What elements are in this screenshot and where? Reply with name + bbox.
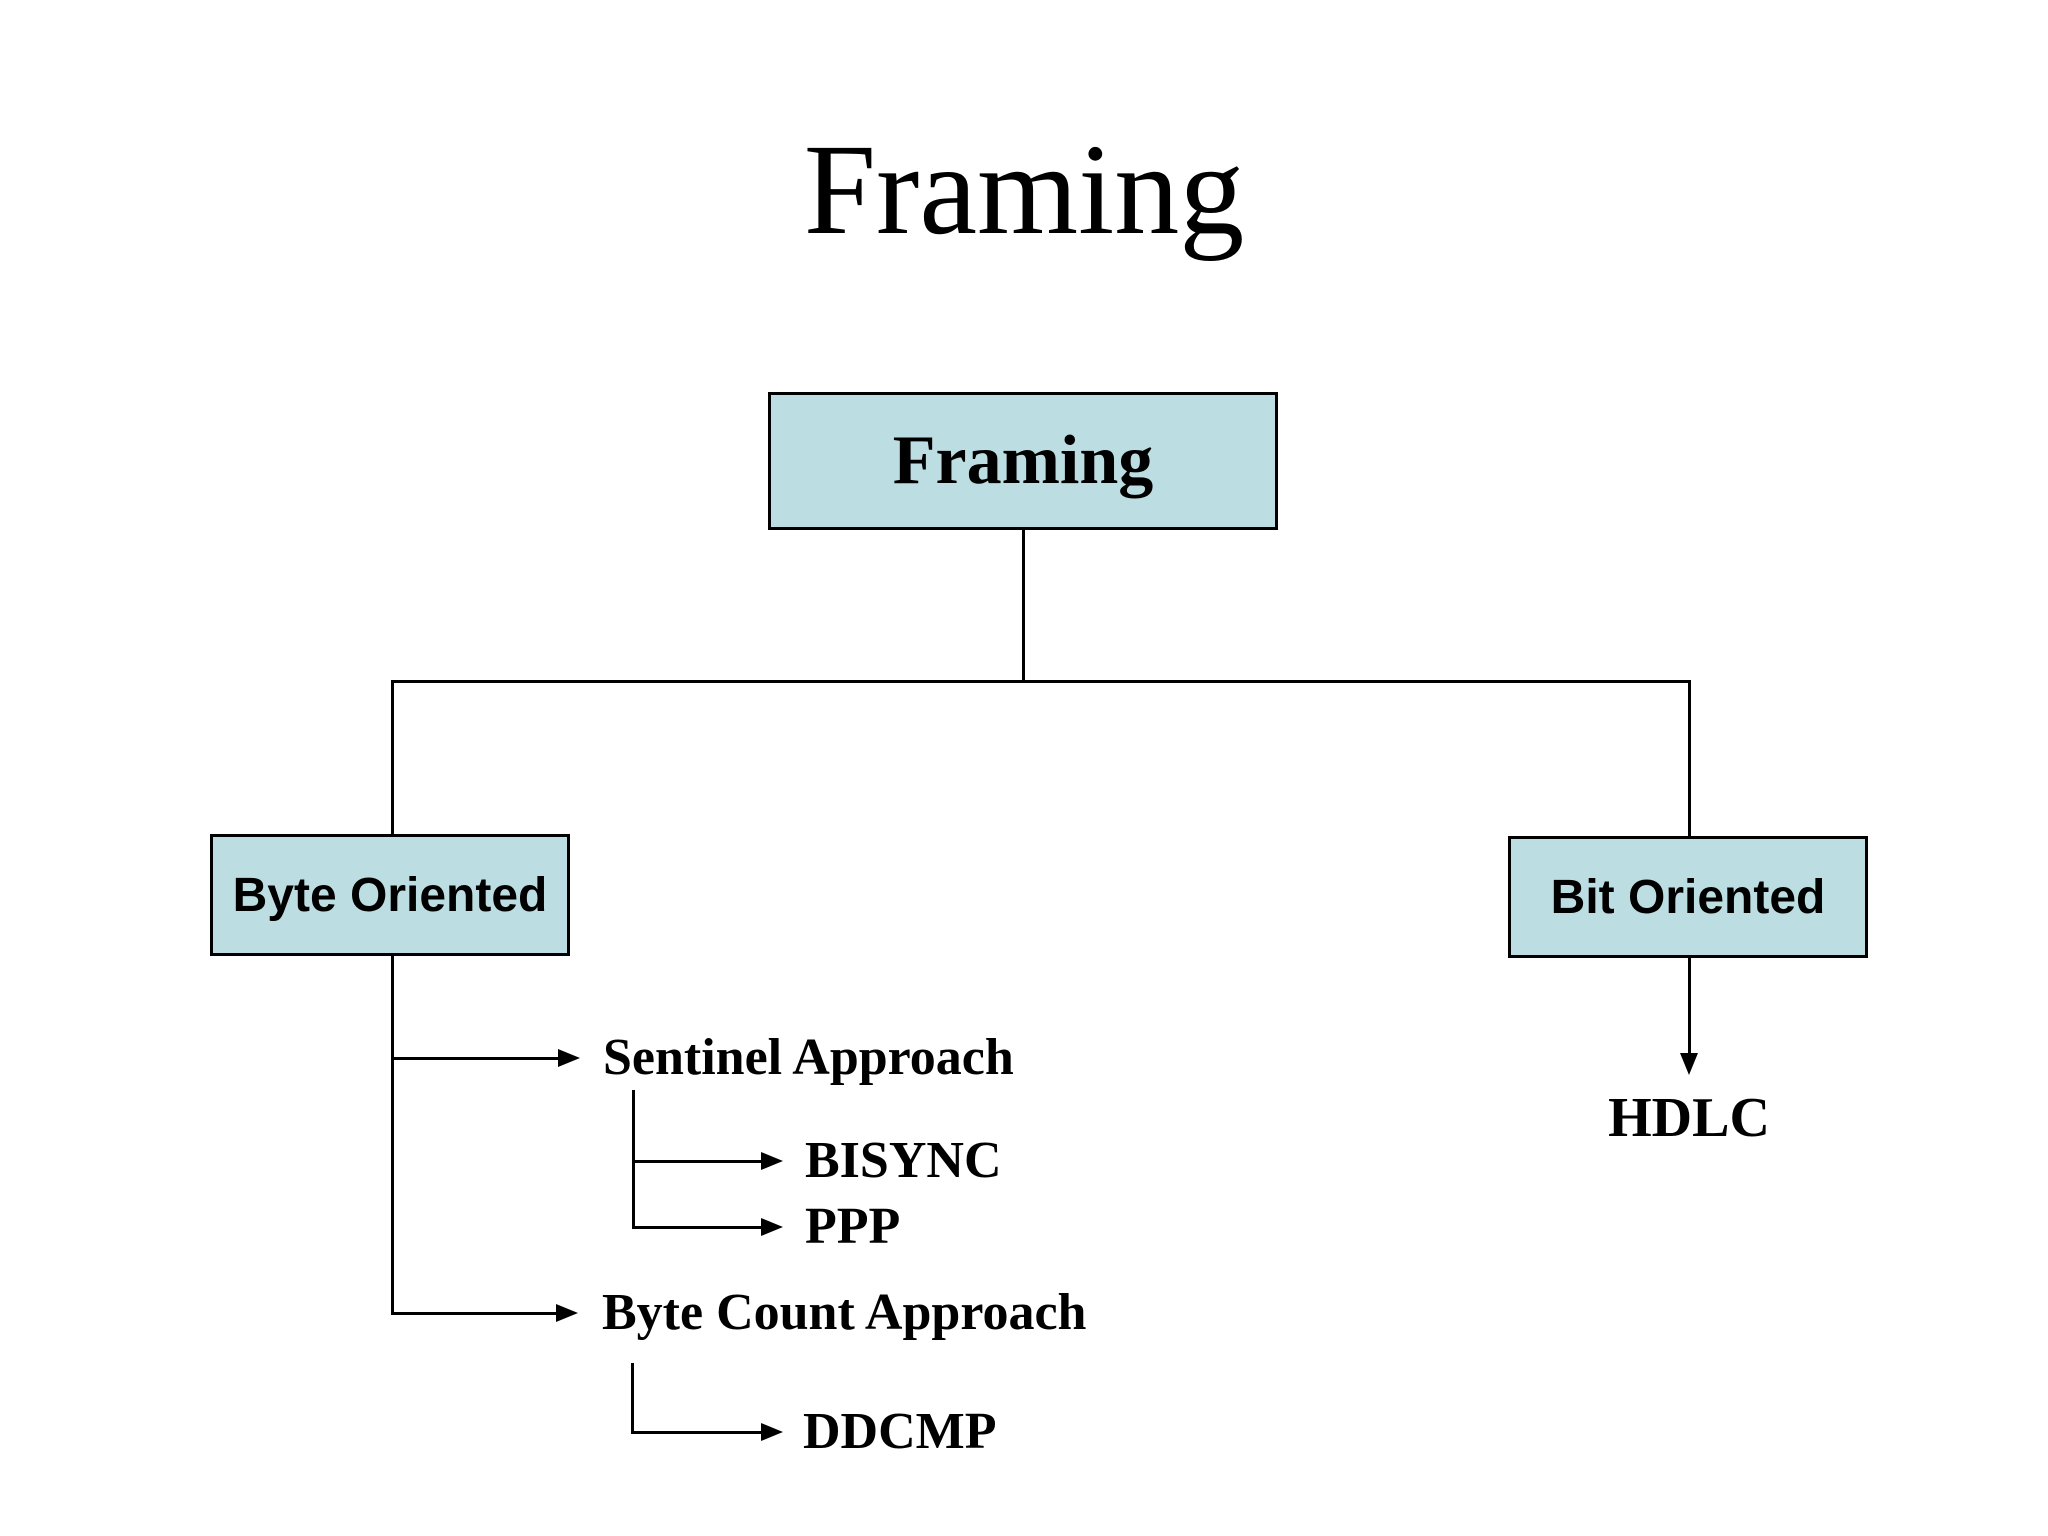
connector-root-down: [1022, 527, 1025, 683]
arrow-to-ppp: [633, 1218, 783, 1236]
slide-title: Framing: [803, 118, 1245, 262]
arrow-to-byte-count-approach: [392, 1304, 578, 1322]
ddcmp-label: DDCMP: [803, 1403, 997, 1460]
hdlc-label: HDLC: [1608, 1087, 1770, 1149]
framing-root-box: Framing: [768, 392, 1278, 530]
arrow-to-sentinel-approach: [392, 1049, 580, 1067]
connector-horizontal: [392, 680, 1691, 683]
connector-byte-oriented-trunk: [391, 948, 394, 1315]
bisync-label: BISYNC: [805, 1132, 1002, 1189]
connector-to-bit-oriented: [1688, 680, 1691, 838]
arrow-to-hdlc: [1680, 956, 1698, 1075]
connector-byte-count-trunk: [631, 1363, 634, 1434]
connector-sentinel-trunk: [632, 1090, 635, 1229]
ppp-label: PPP: [805, 1198, 901, 1255]
connector-to-byte-oriented: [391, 680, 394, 836]
sentinel-approach-label: Sentinel Approach: [603, 1029, 1014, 1086]
bit-oriented-box: Bit Oriented: [1508, 836, 1868, 958]
byte-oriented-box: Byte Oriented: [210, 834, 570, 956]
arrow-to-ddcmp: [632, 1423, 783, 1441]
byte-count-approach-label: Byte Count Approach: [602, 1284, 1087, 1341]
arrow-to-bisync: [633, 1152, 783, 1170]
